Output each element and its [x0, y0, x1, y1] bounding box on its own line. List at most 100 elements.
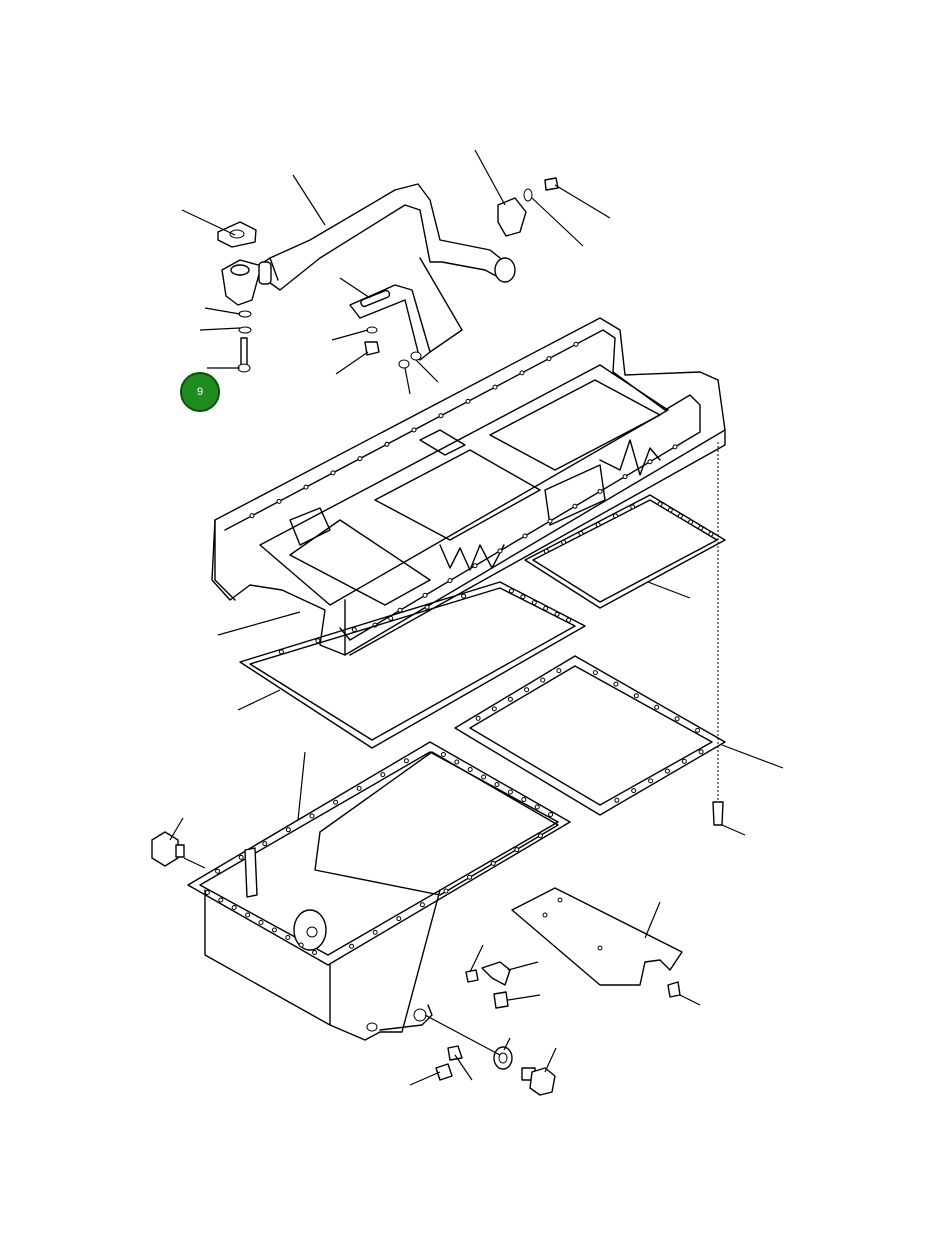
pan-bolt-holes	[204, 752, 554, 955]
bolt-hole	[285, 827, 291, 833]
bolt-hole	[303, 484, 309, 490]
gasket-lower	[454, 655, 726, 816]
drain-plug-left	[151, 831, 185, 867]
bolt-hole	[218, 897, 224, 903]
bolt-hole	[472, 563, 478, 569]
bolt-hole	[349, 943, 355, 949]
callout-badge[interactable]: 9	[180, 372, 220, 412]
bolt-hole	[438, 413, 444, 419]
bolt-hole	[424, 604, 430, 610]
bolt-hole	[422, 592, 428, 598]
small-hardware-upper	[398, 257, 463, 369]
bolt-hole	[543, 548, 549, 554]
bolt-hole	[647, 459, 653, 465]
bolt-hole	[231, 905, 237, 910]
bolt-hole	[698, 749, 704, 755]
bolt-hole	[215, 868, 221, 874]
bolt-hole	[492, 384, 498, 390]
bolt-hole	[612, 513, 618, 519]
bolt-hole	[520, 594, 526, 600]
bolt-hole	[465, 398, 471, 404]
bolt-hole	[447, 578, 453, 584]
bolt-hole	[396, 916, 402, 922]
bolt-hole	[631, 788, 637, 794]
bolt-hole	[547, 518, 553, 524]
clamp	[497, 177, 559, 237]
bolt-hole	[262, 841, 268, 847]
bolt-hole	[278, 649, 284, 655]
bolt-hole	[475, 715, 481, 721]
suction-pipe	[251, 183, 516, 291]
bolt-hole	[507, 789, 513, 795]
bolt-hole	[561, 539, 567, 545]
bolt-hole	[630, 504, 636, 510]
bolt-hole	[534, 804, 540, 810]
leader-lines	[169, 149, 784, 1086]
bolt-hole	[356, 785, 362, 791]
bolt-hole	[276, 498, 282, 504]
oil-pan-upper-frame	[211, 317, 726, 656]
bolt-hole	[524, 687, 530, 693]
bolt-hole	[403, 758, 409, 764]
bolt-hole	[330, 470, 336, 476]
cover-plate	[511, 887, 683, 998]
bolt-hole	[597, 488, 603, 494]
bolt-hole	[494, 782, 500, 787]
bolt-hole	[695, 727, 701, 733]
bolt-hole	[271, 927, 277, 933]
bolt-hole	[556, 668, 562, 674]
bolt-hole	[546, 356, 552, 362]
bolt-hole	[677, 513, 683, 519]
washer-stack	[237, 310, 252, 373]
bolt-hole	[708, 531, 714, 537]
bolt-hole	[380, 772, 386, 778]
bolt-hole	[548, 812, 554, 817]
drain-plug-bottom	[435, 1045, 556, 1096]
bolt-hole	[592, 670, 598, 676]
gasket-middle	[239, 581, 586, 749]
gasket-rear	[524, 494, 726, 609]
bolt-hole	[312, 950, 318, 955]
bolt-hole	[440, 752, 446, 757]
bolt-hole	[467, 767, 473, 772]
bolt-hole	[572, 503, 578, 509]
bolt-hole	[419, 902, 425, 908]
support-bracket	[349, 284, 431, 361]
bolt-hole	[204, 890, 210, 895]
bolt-hole	[491, 706, 497, 712]
level-gauge-rod	[712, 442, 724, 826]
bolt-hole	[688, 519, 694, 525]
bolt-hole	[490, 860, 496, 866]
bolt-hole	[521, 797, 527, 802]
bolt-hole	[507, 696, 513, 702]
bolt-hole	[531, 600, 537, 606]
bolt-hole	[578, 530, 584, 536]
bolt-hole	[454, 759, 460, 765]
elbow-fitting	[465, 961, 511, 1009]
bolt-hole	[315, 638, 321, 644]
bolt-hole	[519, 370, 525, 376]
oil-pan	[187, 741, 571, 1041]
pipe-flange	[221, 259, 272, 306]
bolt-hole	[351, 627, 357, 633]
bolt-hole	[411, 427, 417, 433]
bolt-hole	[648, 778, 654, 784]
bolt-hole	[514, 847, 520, 853]
bolt-hole	[573, 341, 579, 347]
bolt-hole	[554, 611, 560, 617]
bolt-hole	[595, 522, 601, 528]
bolt-hole	[657, 501, 663, 507]
bolt-hole	[613, 681, 619, 687]
bolt-hole	[372, 929, 378, 935]
bolt-hole	[388, 615, 394, 621]
bolt-hole	[540, 677, 546, 683]
bolt-hole	[258, 920, 264, 925]
bolt-hole	[384, 441, 390, 447]
bolt-hole	[245, 912, 251, 918]
bolt-hole	[508, 588, 514, 594]
bolt-hole	[681, 758, 687, 764]
bolt-hole	[467, 874, 473, 880]
bolt-hole	[654, 704, 660, 710]
flange-gasket	[217, 221, 257, 248]
